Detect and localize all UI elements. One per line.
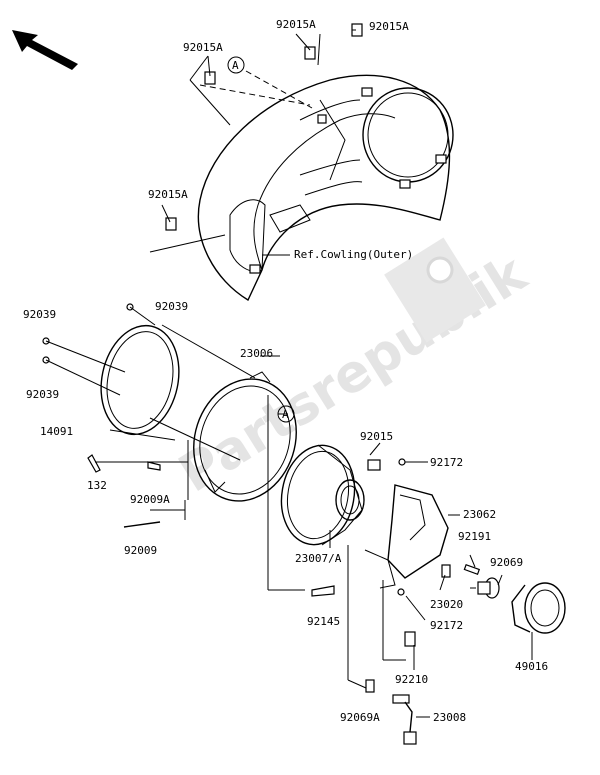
callout-92015a-2: 92015A [276,18,316,31]
bulb-socket [511,582,566,634]
small-parts [42,303,481,693]
callout-92009a: 92009A [130,493,170,506]
callout-14091: 14091 [40,425,73,438]
watermark-gear-icon [384,237,486,343]
callout-23007a: 23007/A [295,552,342,565]
callout-92145: 92145 [307,615,340,628]
callout-92015: 92015 [360,430,393,443]
callout-92210: 92210 [395,673,428,686]
callout-23062: 23062 [463,508,496,521]
leaders-upper [149,29,356,256]
callout-23008: 23008 [433,711,466,724]
callout-92039-1: 92039 [23,308,56,321]
cowling-clips [165,23,447,274]
callout-92191: 92191 [458,530,491,543]
marker-a-top: A [227,56,245,74]
mounting-bracket [193,371,297,502]
callout-ref-cowling: Ref.Cowling(Outer) [294,248,413,261]
callout-92015a-4: 92015A [148,188,188,201]
watermark-text: Partsrepublik [169,243,538,504]
callout-92009: 92009 [124,544,157,557]
callout-92172-1: 92172 [430,456,463,469]
front-direction-arrow-icon [12,30,78,70]
cowling-outer [197,74,454,302]
callout-92069a: 92069A [340,711,380,724]
marker-a-mid-label: A [282,408,289,421]
callout-92015a-3: 92015A [369,20,409,33]
callout-92172-2: 92172 [430,619,463,632]
callout-92039-2: 92039 [155,300,188,313]
callout-23020: 23020 [430,598,463,611]
callout-49016: 49016 [515,660,548,673]
callout-92039-3: 92039 [26,388,59,401]
headlight-unit [280,444,365,546]
headlight-rim [100,324,180,436]
wiring-harness [392,694,417,745]
callout-23006: 23006 [240,347,273,360]
headlight-cover [364,484,449,589]
marker-a-mid: A [277,405,295,423]
callout-132: 132 [87,479,107,492]
bulb [470,577,500,599]
marker-a-top-label: A [232,59,239,72]
callout-92015a-1: 92015A [183,41,223,54]
callout-92069: 92069 [490,556,523,569]
leaders-lower [45,306,533,718]
watermark: Partsrepublik [169,243,538,504]
